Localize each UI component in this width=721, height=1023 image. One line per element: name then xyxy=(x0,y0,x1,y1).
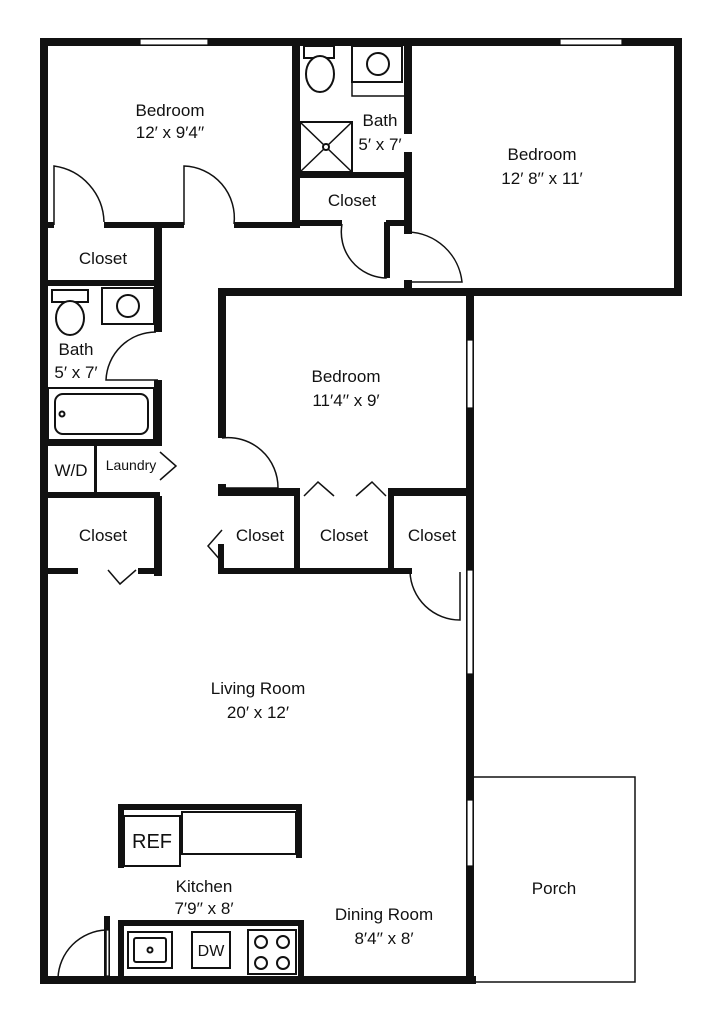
sink-counter xyxy=(101,287,155,325)
bedroom-2-name: Bedroom xyxy=(508,145,577,164)
closet-label: Closet xyxy=(79,526,127,545)
dining-room-size: 8′4′′ x 8′ xyxy=(354,929,413,948)
bedroom-1-name: Bedroom xyxy=(136,101,205,120)
dining-room-name: Dining Room xyxy=(335,905,433,924)
closet-label: Closet xyxy=(328,191,376,210)
living-room-size: 20′ x 12′ xyxy=(227,703,289,722)
sink-counter xyxy=(351,45,403,83)
bath-2-name: Bath xyxy=(59,340,94,359)
stove xyxy=(247,929,297,975)
bedroom-3-size: 11′4′′ x 9′ xyxy=(312,391,379,410)
living-room-name: Living Room xyxy=(211,679,306,698)
bedroom-1-size: 12′ x 9′4′′ xyxy=(136,123,205,142)
island-counter xyxy=(181,811,297,855)
wd-label: W/D xyxy=(54,461,87,480)
laundry-label: Laundry xyxy=(106,457,157,473)
closet-label: Closet xyxy=(236,526,284,545)
fixtures xyxy=(47,45,404,975)
toilet-bowl xyxy=(305,55,335,93)
bath-2-size: 5′ x 7′ xyxy=(54,363,97,382)
kitchen-name: Kitchen xyxy=(176,877,233,896)
dishwasher xyxy=(191,931,231,969)
bath-1-size: 5′ x 7′ xyxy=(358,135,401,154)
porch-area xyxy=(471,776,636,983)
interior-walls xyxy=(40,42,470,982)
doors xyxy=(53,165,463,979)
refrigerator xyxy=(123,815,181,867)
bathtub xyxy=(47,387,155,441)
ref-label: REF xyxy=(132,831,172,853)
bedroom-2-size: 12′ 8′′ x 11′ xyxy=(501,169,582,188)
room-labels: Bedroom 12′ x 9′4′′ Bath 5′ x 7′ Bedroom… xyxy=(54,101,582,960)
closet-label: Closet xyxy=(79,249,127,268)
porch-label: Porch xyxy=(532,879,576,898)
closet-label: Closet xyxy=(320,526,368,545)
toilet-bowl xyxy=(55,300,85,336)
bedroom-3-name: Bedroom xyxy=(312,367,381,386)
kitchen-size: 7′9′′ x 8′ xyxy=(174,899,233,918)
windows xyxy=(104,38,623,977)
bath-1-name: Bath xyxy=(363,111,398,130)
closet-label: Closet xyxy=(408,526,456,545)
dw-label: DW xyxy=(198,943,226,960)
